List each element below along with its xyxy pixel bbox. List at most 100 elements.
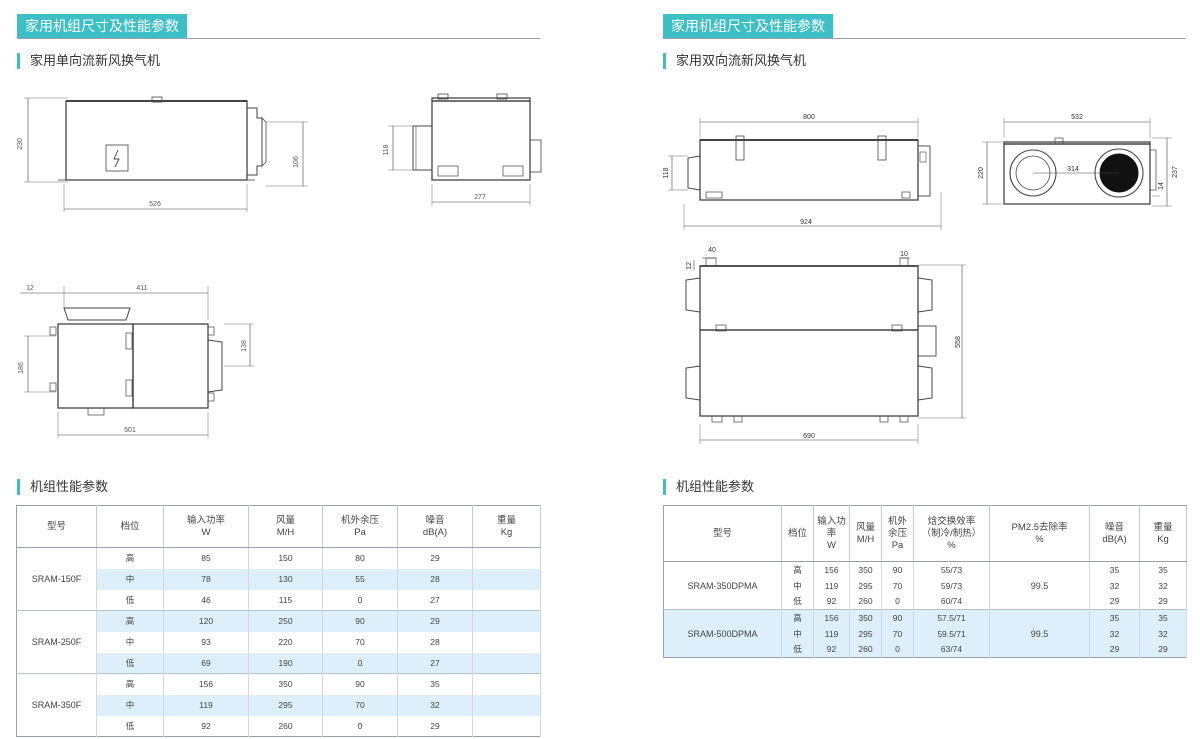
weight-cell: 35 <box>1139 609 1187 626</box>
table-row: 中 78 130 55 28 <box>17 568 541 590</box>
dim-800: 800 <box>803 114 815 121</box>
flow-cell: 115 <box>248 589 323 611</box>
section-title-right: 家用机组尺寸及性能参数 <box>663 14 833 38</box>
noise-cell: 29 <box>397 610 473 632</box>
weight-cell <box>472 547 541 569</box>
weight-cell: 29 <box>1139 593 1187 610</box>
level-cell: 低 <box>96 715 164 737</box>
pressure-cell: 55 <box>322 568 398 590</box>
weight-cell: 29 <box>1139 641 1187 658</box>
noise-cell: 27 <box>397 652 473 674</box>
single-front-view <box>24 96 308 212</box>
level-cell: 中 <box>96 694 164 716</box>
efficiency-cell: 55/73 <box>913 561 990 578</box>
table-row: 低 92 260 0 60/74 29 29 <box>664 593 1187 610</box>
level-cell: 高 <box>96 673 164 695</box>
section-title-left: 家用机组尺寸及性能参数 <box>17 14 187 38</box>
pressure-cell: 90 <box>322 673 398 695</box>
dim-314: 314 <box>1067 166 1079 173</box>
flow-cell: 130 <box>248 568 323 590</box>
level-cell: 低 <box>96 589 164 611</box>
dim-10: 10 <box>900 251 908 258</box>
dim-237: 237 <box>1172 166 1179 178</box>
weight-cell <box>472 673 541 695</box>
dim-411: 411 <box>136 285 147 292</box>
power-cell: 156 <box>813 561 850 578</box>
header-weight: 重量 Kg <box>472 505 541 548</box>
power-cell: 119 <box>163 694 249 716</box>
power-cell: 69 <box>163 652 249 674</box>
table-row: 中 93 220 70 28 <box>17 631 541 653</box>
dual-front-view <box>668 118 942 230</box>
dim-186: 186 <box>18 362 25 374</box>
section-rule-right <box>663 38 1186 39</box>
model-cell: SRAM-500DPMA <box>663 609 782 658</box>
weight-cell <box>472 568 541 590</box>
table-row: SRAM-250F 高 120 250 90 29 <box>16 610 541 674</box>
flow-cell: 260 <box>849 593 882 610</box>
dim-106: 106 <box>293 156 300 168</box>
efficiency-cell: 63/74 <box>913 641 990 658</box>
power-cell: 92 <box>813 593 850 610</box>
pressure-cell: 0 <box>322 652 398 674</box>
model-cell: SRAM-350DPMA <box>663 561 782 610</box>
pressure-cell: 70 <box>881 577 914 594</box>
header-model: 型号 <box>663 505 782 562</box>
noise-cell: 29 <box>1089 641 1140 658</box>
power-cell: 119 <box>813 625 850 642</box>
level-cell: 低 <box>96 652 164 674</box>
power-cell: 119 <box>813 577 850 594</box>
dim-118-dual: 118 <box>663 167 670 178</box>
header-level: 档位 <box>781 505 814 562</box>
dim-924: 924 <box>800 219 812 226</box>
pressure-cell: 0 <box>322 715 398 737</box>
efficiency-cell: 59.5/71 <box>913 625 990 642</box>
noise-cell: 27 <box>397 589 473 611</box>
table-row: 低 69 190 0 27 <box>17 652 541 674</box>
flow-cell: 295 <box>849 625 882 642</box>
pressure-cell: 90 <box>881 561 914 578</box>
level-cell: 高 <box>781 609 814 626</box>
dim-558: 558 <box>955 336 962 348</box>
efficiency-cell: 60/74 <box>913 593 990 610</box>
section-rule-left <box>17 38 540 39</box>
weight-cell: 35 <box>1139 561 1187 578</box>
level-cell: 高 <box>781 561 814 578</box>
dim-40: 40 <box>708 247 716 254</box>
single-flow-drawings: 230 526 106 118 277 12 411 186 138 501 <box>17 93 542 438</box>
dim-14: 14 <box>1158 182 1165 190</box>
pressure-cell: 0 <box>881 593 914 610</box>
power-cell: 156 <box>163 673 249 695</box>
table-row: 中 119 295 70 59.5/71 32 32 <box>664 625 1187 642</box>
header-level: 档位 <box>96 505 164 548</box>
noise-cell: 32 <box>1089 625 1140 642</box>
dim-690: 690 <box>803 433 815 440</box>
dim-501: 501 <box>124 427 136 434</box>
noise-cell: 29 <box>397 715 473 737</box>
dual-top-view <box>685 257 966 444</box>
model-cell: SRAM-350F <box>16 673 97 737</box>
flow-cell: 260 <box>248 715 323 737</box>
power-cell: 92 <box>163 715 249 737</box>
table-row: 中 119 295 70 32 <box>17 694 541 716</box>
header-weight: 重量 Kg <box>1139 505 1187 562</box>
weight-cell <box>472 631 541 653</box>
subtitle-left-performance: 机组性能参数 <box>17 479 108 495</box>
flow-cell: 295 <box>248 694 323 716</box>
single-side-view <box>388 93 542 206</box>
flow-cell: 260 <box>849 641 882 658</box>
left-table-header: 型号 档位 输入功率 W 风量 M/H 机外余压 Pa 噪音 dB(A) 重量 … <box>16 505 541 548</box>
right-table-header: 型号 档位 输入功率 W 风量 M/H 机外 余压 Pa 焓交换效率 （制冷/制… <box>663 505 1187 562</box>
table-row: 低 92 260 0 29 <box>17 715 541 737</box>
table-row: 中 119 295 70 59/73 32 32 <box>664 577 1187 594</box>
level-cell: 低 <box>781 593 814 610</box>
left-spec-table: 型号 档位 输入功率 W 风量 M/H 机外余压 Pa 噪音 dB(A) 重量 … <box>16 505 541 737</box>
dim-118: 118 <box>383 144 390 155</box>
header-power: 输入功率 W <box>813 505 850 562</box>
dim-12-dual: 12 <box>686 262 693 270</box>
level-cell: 中 <box>781 577 814 594</box>
dual-side-view <box>982 118 1172 207</box>
pressure-cell: 80 <box>322 547 398 569</box>
subtitle-right-performance: 机组性能参数 <box>663 479 754 495</box>
noise-cell: 35 <box>1089 609 1140 626</box>
